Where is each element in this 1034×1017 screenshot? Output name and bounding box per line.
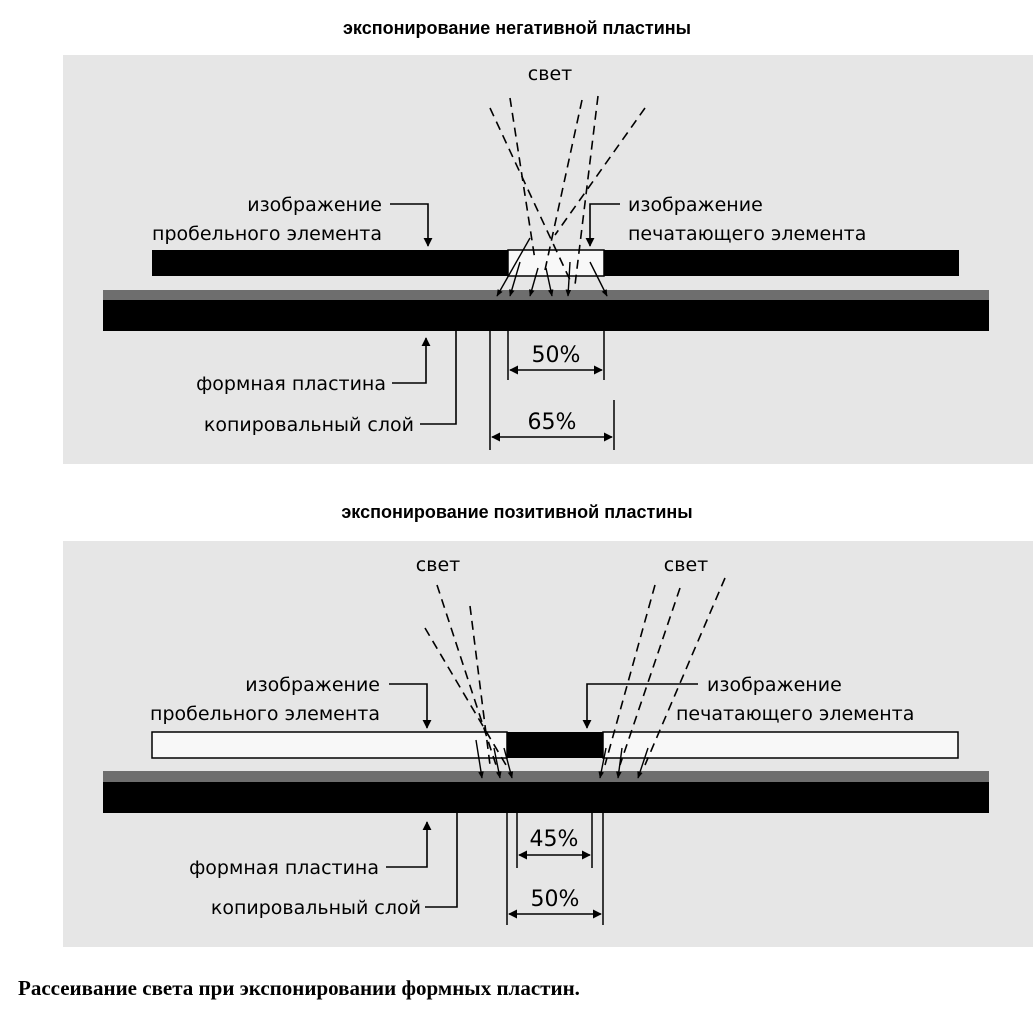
printing-leader [582, 683, 698, 729]
light-arrow [637, 747, 649, 779]
light-arrow [529, 267, 539, 297]
non-printing-element-label: пробельного элемента [152, 223, 382, 245]
printing-element-label: печатающего элемента [676, 703, 914, 725]
light-label-right: свет [664, 554, 708, 576]
light-arrow [616, 747, 623, 779]
light-arrow [589, 261, 608, 297]
light-arrows [475, 739, 649, 779]
light-ray [619, 587, 681, 766]
coating-label: копировальный слой [211, 897, 421, 919]
dimension-lines [506, 782, 604, 925]
plate-label: формная пластина [189, 857, 379, 879]
printing-image-label: изображение [707, 674, 842, 696]
non-printing-leader [390, 203, 433, 247]
light-arrow [493, 747, 502, 779]
film-black-right [604, 250, 959, 276]
light-ray [424, 627, 507, 766]
printing-plate [103, 300, 989, 331]
light-ray [436, 584, 497, 766]
negative-plate-title: экспонирование негативной пластины [342, 18, 692, 38]
outer-percentage: 65% [528, 410, 577, 435]
inner-percentage: 45% [530, 827, 579, 852]
film-clear-window [507, 249, 605, 277]
light-label-left: свет [416, 554, 460, 576]
light-arrow [598, 747, 607, 779]
non-printing-image-label: изображение [247, 194, 382, 216]
inner-percentage: 50% [532, 343, 581, 368]
light-arrow [509, 261, 521, 297]
dimension-lines [489, 300, 615, 450]
copy-layer [103, 290, 989, 300]
light-arrow [503, 747, 514, 779]
coating-leader [425, 782, 458, 908]
light-arrow [565, 261, 572, 297]
light-arrow [545, 267, 554, 297]
light-ray [604, 584, 656, 766]
plate-leader [392, 337, 431, 384]
light-rays [489, 95, 646, 286]
negative-diagram: свет изображение пробельного элемента из… [103, 63, 989, 450]
film-clear-left [151, 731, 508, 759]
light-label: свет [528, 63, 572, 85]
plate-label: формная пластина [196, 373, 386, 395]
light-rays-right [604, 577, 726, 766]
film-black-element [507, 732, 603, 758]
light-ray [554, 107, 646, 236]
film-clear-right [602, 731, 959, 759]
plate-leader [386, 821, 432, 868]
film-black-left [152, 250, 508, 276]
light-ray [489, 107, 571, 281]
positive-diagram: свет свет изображение пробельного элемен… [103, 554, 989, 925]
light-ray [469, 605, 491, 766]
printing-image-label: изображение [628, 194, 763, 216]
light-ray [644, 577, 726, 766]
light-arrows [496, 237, 608, 297]
outer-percentage: 50% [531, 887, 580, 912]
light-arrow [496, 237, 531, 297]
copy-layer [103, 771, 989, 782]
light-ray [544, 99, 583, 271]
non-printing-element-label: пробельного элемента [150, 703, 380, 725]
positive-plate-title: экспонирование позитивной пластины [341, 502, 693, 522]
printing-element-label: печатающего элемента [628, 223, 866, 245]
printing-leader [585, 203, 620, 247]
light-ray [574, 95, 599, 286]
coating-leader [420, 300, 457, 425]
figure-caption: Рассеивание света при экспонировании фор… [18, 976, 580, 1000]
coating-label: копировальный слой [204, 414, 414, 436]
light-rays-left [424, 584, 507, 766]
light-arrow [475, 739, 484, 779]
printing-plate [103, 782, 989, 813]
non-printing-leader [389, 683, 432, 729]
non-printing-image-label: изображение [245, 674, 380, 696]
